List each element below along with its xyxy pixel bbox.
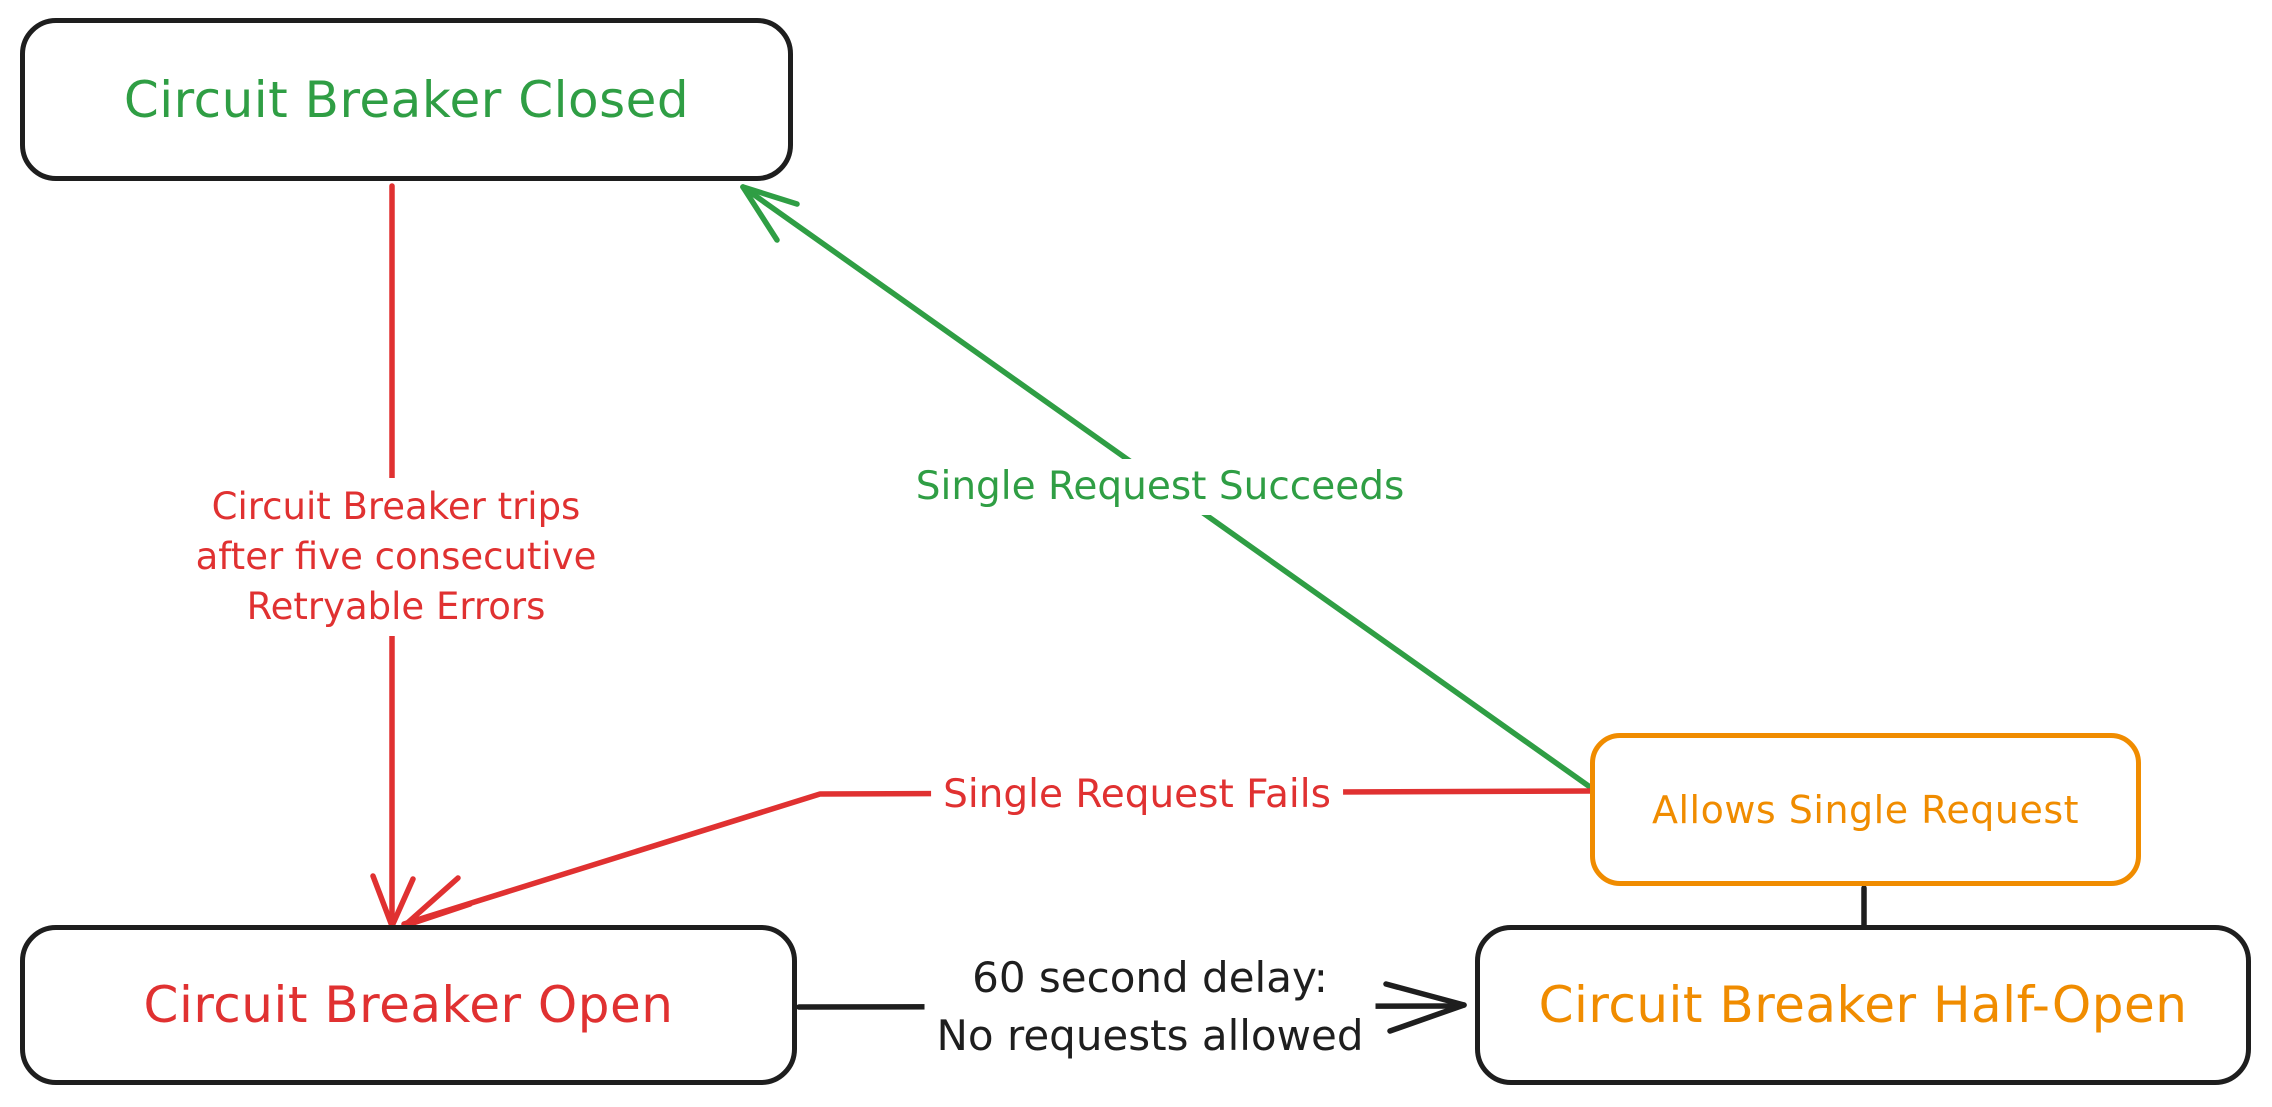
node-label: Circuit Breaker Closed	[123, 70, 690, 129]
node-circuit-breaker-closed: Circuit Breaker Closed	[20, 18, 793, 181]
edge-label-fails: Single Request Fails	[931, 767, 1343, 823]
edge-label-line: after five consecutive	[195, 535, 597, 578]
edge-label-line: Retryable Errors	[246, 585, 546, 628]
edge-label-line: Single Request Fails	[943, 772, 1331, 817]
node-label: Allows Single Request	[1651, 787, 2080, 832]
node-allows-single-request: Allows Single Request	[1590, 733, 2141, 886]
edge-label-succeeds: Single Request Succeeds	[903, 459, 1417, 515]
edge-label-delay: 60 second delay: No requests allowed	[924, 945, 1376, 1069]
node-circuit-breaker-half-open: Circuit Breaker Half-Open	[1475, 925, 2251, 1085]
edge-label-line: 60 second delay:	[972, 953, 1328, 1002]
node-label: Circuit Breaker Half-Open	[1538, 976, 2188, 1034]
edge-label-line: Single Request Succeeds	[915, 464, 1405, 509]
node-circuit-breaker-open: Circuit Breaker Open	[20, 925, 797, 1085]
edge-label-line: No requests allowed	[936, 1011, 1364, 1060]
node-label: Circuit Breaker Open	[143, 976, 674, 1034]
edge-label-line: Circuit Breaker trips	[211, 485, 581, 528]
edge-label-trips: Circuit Breaker trips after five consecu…	[183, 478, 609, 636]
